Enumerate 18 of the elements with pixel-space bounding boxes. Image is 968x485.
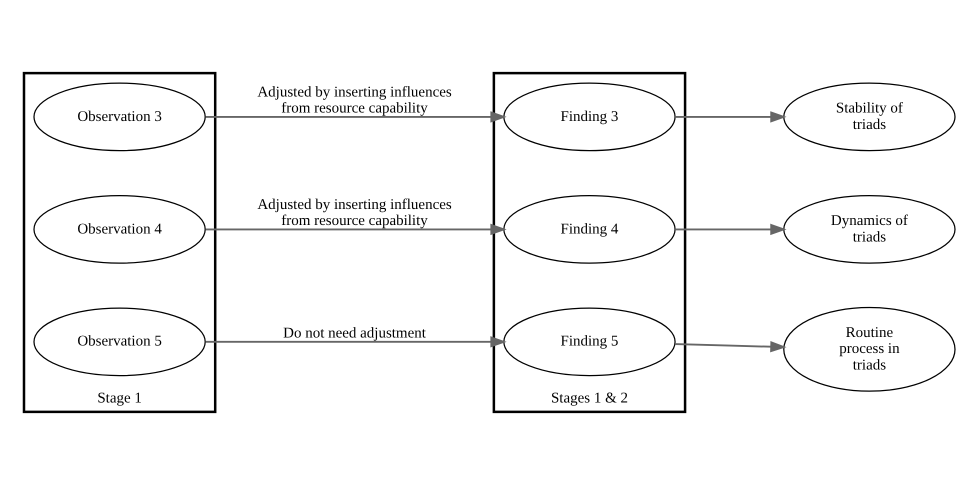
arrow xyxy=(204,224,506,236)
arrow xyxy=(674,341,786,352)
node-ellipse: Finding 4 xyxy=(502,195,676,264)
node-ellipse: Finding 5 xyxy=(502,307,676,376)
node-ellipse: Observation 4 xyxy=(32,195,206,264)
node-ellipse: Observation 5 xyxy=(32,307,206,376)
edge-label: Adjusted by inserting influences from resource capability xyxy=(256,84,452,117)
node-ellipse: Observation 3 xyxy=(32,82,206,152)
edge-label: Adjusted by inserting influences from resource capability xyxy=(256,196,452,230)
node-ellipse: Stability of triads xyxy=(782,82,956,152)
arrow xyxy=(204,111,506,123)
arrow xyxy=(674,224,786,236)
node-ellipse: Dynamics of triads xyxy=(782,195,956,264)
node-ellipse: Finding 3 xyxy=(502,82,676,152)
arrow xyxy=(674,111,786,123)
arrow xyxy=(204,336,506,348)
node-ellipse: Routine process in triads xyxy=(782,306,956,392)
edge-label: Do not need adjustment xyxy=(282,326,426,342)
